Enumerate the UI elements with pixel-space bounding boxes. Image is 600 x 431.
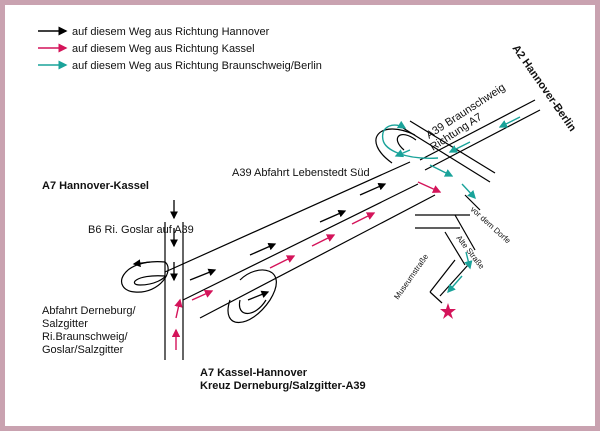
labels: A2 Hannover-Berlin A39 Braunschweig Rich… xyxy=(42,43,578,392)
route-hannover xyxy=(132,183,387,301)
label-abfahrt-2: Salzgitter xyxy=(42,318,88,330)
label-vor-dem-dorfe: vor dem Dorfe xyxy=(469,205,513,246)
legend-label-kassel: auf diesem Weg aus Richtung Kassel xyxy=(72,43,255,55)
label-museumstrasse: Museumstraße xyxy=(392,252,430,301)
destination-star-icon xyxy=(440,303,456,319)
legend: auf diesem Weg aus Richtung Hannover auf… xyxy=(38,26,322,72)
label-alte-strasse: Alte Straße xyxy=(454,234,486,272)
label-a7-kassel-hannover: A7 Kassel-Hannover xyxy=(200,367,308,379)
legend-label-braunschweig: auf diesem Weg aus Richtung Braunschweig… xyxy=(72,60,322,72)
label-abfahrt-4: Goslar/Salzgitter xyxy=(42,344,124,356)
legend-item-hannover: auf diesem Weg aus Richtung Hannover xyxy=(38,26,270,38)
label-a39-abfahrt: A39 Abfahrt Lebenstedt Süd xyxy=(232,167,370,179)
label-a7-hannover-kassel: A7 Hannover-Kassel xyxy=(42,180,149,192)
label-kreuz: Kreuz Derneburg/Salzgitter-A39 xyxy=(200,380,366,392)
legend-item-braunschweig: auf diesem Weg aus Richtung Braunschweig… xyxy=(38,60,322,72)
legend-item-kassel: auf diesem Weg aus Richtung Kassel xyxy=(38,43,255,55)
route-braunschweig xyxy=(381,116,521,294)
label-abfahrt-3: Ri.Braunschweig/ xyxy=(42,331,129,343)
label-b6: B6 Ri. Goslar auf A39 xyxy=(88,224,194,236)
route-kassel xyxy=(171,181,442,350)
label-abfahrt-1: Abfahrt Derneburg/ xyxy=(42,305,136,317)
legend-label-hannover: auf diesem Weg aus Richtung Hannover xyxy=(72,26,270,38)
